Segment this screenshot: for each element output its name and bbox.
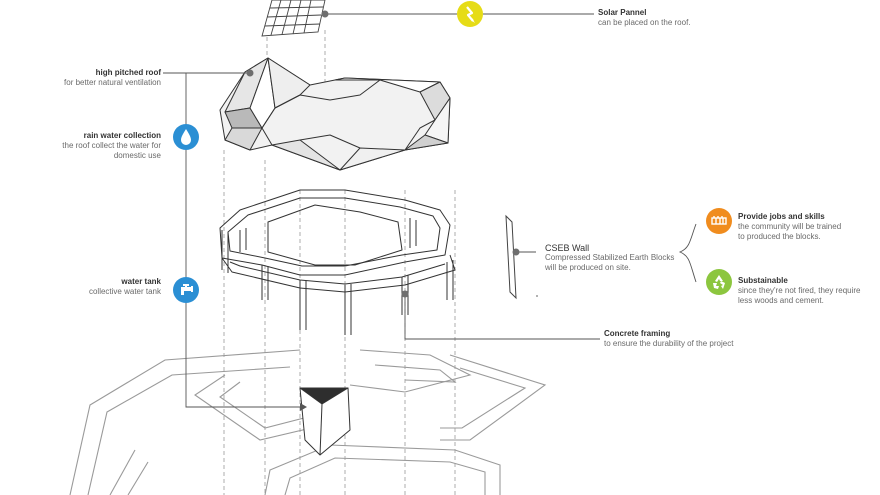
solar-panel-desc: can be placed on the roof.: [598, 18, 691, 28]
pitched-roof: [220, 58, 450, 170]
water-tank-title: water tank: [89, 277, 161, 287]
concrete-framing-title: Concrete framing: [604, 329, 733, 339]
jobs-desc-line1: the community will be trained: [738, 222, 841, 232]
sustainable-title: Substainable: [738, 276, 860, 286]
concrete-framing-desc: to ensure the durability of the project: [604, 339, 733, 349]
concrete-frame: [220, 190, 455, 335]
cseb-wall-desc-line2: will be produced on site.: [545, 263, 674, 273]
cseb-wall-title: CSEB Wall: [545, 243, 674, 253]
water-drop-icon: [173, 124, 199, 150]
roof-label: high pitched roof for better natural ven…: [64, 68, 161, 88]
cseb-wall-desc-line1: Compressed Stabilized Earth Blocks: [545, 253, 674, 263]
cseb-wall-panel: [506, 216, 516, 298]
rain-water-desc-line2: domestic use: [62, 151, 161, 161]
sustainable-label: Substainable since they're not fired, th…: [738, 276, 860, 306]
solar-panel: [262, 0, 325, 36]
rain-water-desc-line1: the roof collect the water for: [62, 141, 161, 151]
sustainable-desc-line2: less woods and cement.: [738, 296, 860, 306]
jobs-desc-line2: to produced the blocks.: [738, 232, 841, 242]
recycle-icon: [706, 269, 732, 295]
water-tank-label: water tank collective water tank: [89, 277, 161, 297]
lightning-icon: [457, 1, 483, 27]
cseb-wall-label: CSEB Wall Compressed Stabilized Earth Bl…: [545, 243, 674, 273]
solar-panel-title: Solar Pannel: [598, 8, 691, 18]
water-tank-desc: collective water tank: [89, 287, 161, 297]
rain-water-title: rain water collection: [62, 131, 161, 141]
roof-desc: for better natural ventilation: [64, 78, 161, 88]
solar-panel-label: Solar Pannel can be placed on the roof.: [598, 8, 691, 28]
brick-wall-icon: [706, 208, 732, 234]
sustainable-desc-line1: since they're not fired, they require: [738, 286, 860, 296]
roof-title: high pitched roof: [64, 68, 161, 78]
rain-water-label: rain water collection the roof collect t…: [62, 131, 161, 161]
water-tap-icon: [173, 277, 199, 303]
concrete-framing-label: Concrete framing to ensure the durabilit…: [604, 329, 733, 349]
jobs-title: Provide jobs and skills: [738, 212, 841, 222]
jobs-label: Provide jobs and skills the community wi…: [738, 212, 841, 242]
